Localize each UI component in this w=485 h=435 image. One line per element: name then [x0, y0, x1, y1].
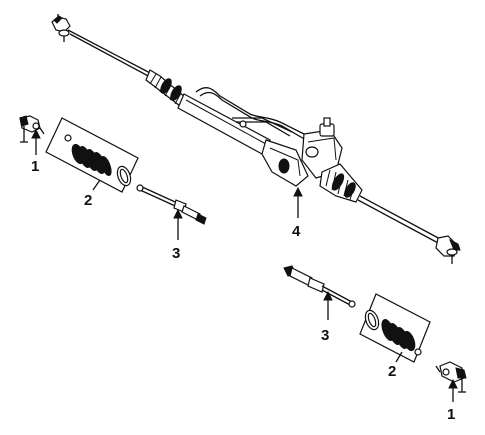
- right-boot-kit-leader: [395, 351, 403, 363]
- left-bellows-boot: [71, 143, 112, 176]
- callout-left-inner-tie-rod: 3: [172, 245, 180, 262]
- callout-left-boot-kit: 2: [84, 192, 92, 209]
- callout-rack-and-pinion-gear: 4: [292, 223, 301, 240]
- callout-left-tie-rod-end: 1: [31, 158, 39, 175]
- left-boot-kit-leader: [92, 179, 101, 191]
- rack-and-pinion-leader: [293, 186, 303, 218]
- left-tie-rod-end: [19, 115, 45, 143]
- left-tie-rod-end-leader: [31, 128, 41, 155]
- left-inner-tie-rod-leader: [173, 208, 183, 240]
- rack-right-boot: [319, 163, 363, 203]
- rack-left-tie-rod-end: [51, 14, 71, 42]
- left-boot-kit: [45, 117, 139, 193]
- left-inner-tie-rod: [136, 184, 207, 225]
- right-inner-tie-rod: [283, 265, 356, 308]
- right-boot-kit: [359, 293, 431, 363]
- rack-and-pinion-assembly: [51, 14, 461, 264]
- right-tie-rod-end: [435, 361, 467, 393]
- rack-right-tie-rod: [359, 195, 443, 241]
- rack-housing: [177, 86, 309, 155]
- right-inner-tie-rod-leader: [323, 290, 333, 320]
- pinion-valve-housing: [261, 117, 343, 187]
- rack-left-tie-rod: [67, 29, 153, 75]
- right-tie-rod-end-leader: [448, 378, 458, 402]
- rack-left-boot: [145, 69, 187, 107]
- callout-right-inner-tie-rod: 3: [321, 327, 329, 344]
- rack-right-tie-rod-end: [435, 235, 461, 264]
- callout-right-boot-kit: 2: [388, 363, 396, 380]
- right-bellows-boot: [381, 319, 416, 352]
- callout-right-tie-rod-end: 1: [447, 406, 455, 423]
